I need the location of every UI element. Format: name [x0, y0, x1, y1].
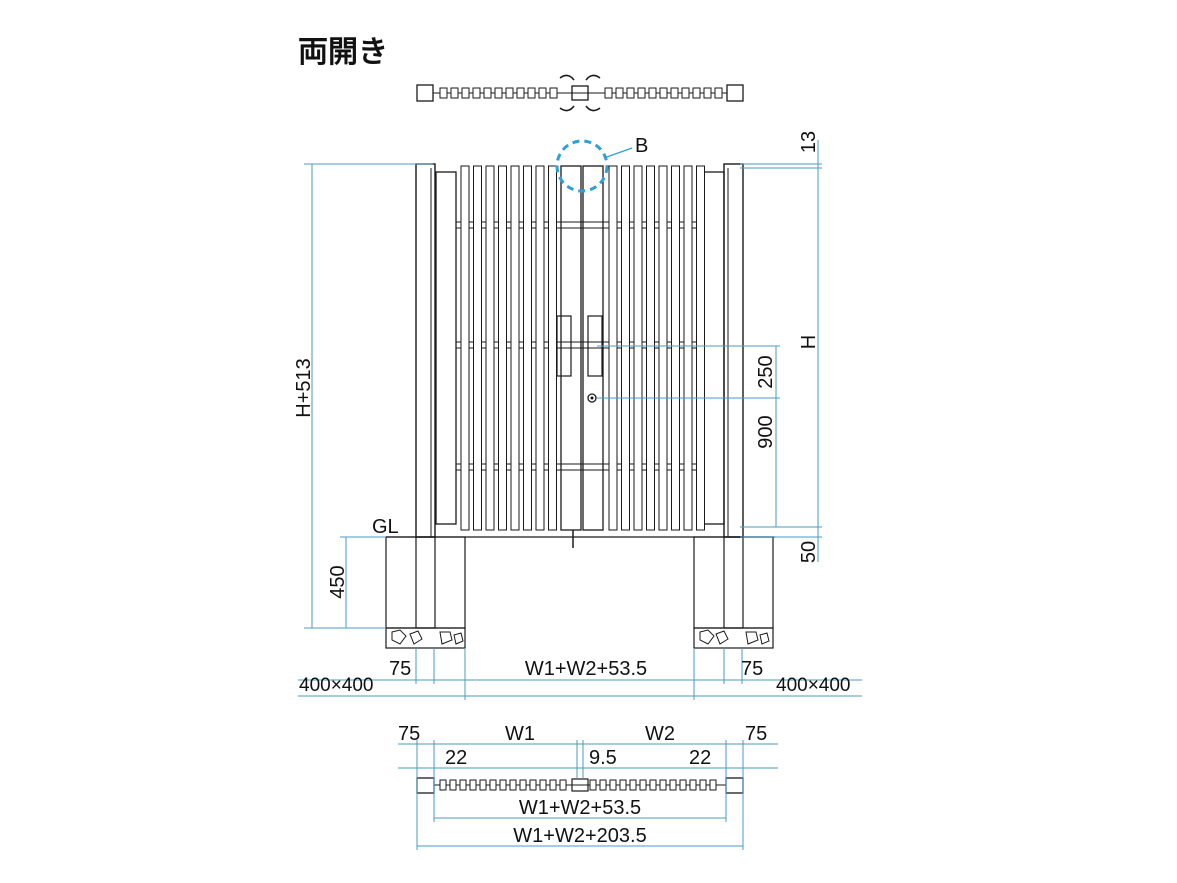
dim-footing-right: 400×400: [776, 675, 851, 696]
chain-link: [639, 779, 647, 791]
chain-link: [703, 87, 712, 99]
top-plan-view: [416, 74, 744, 112]
picket: [535, 165, 545, 531]
plan-dimensions: [398, 740, 778, 850]
chain-link: [459, 779, 467, 791]
chain-link: [679, 779, 687, 791]
chain-link: [450, 87, 459, 99]
chain-link: [659, 779, 667, 791]
chain-link: [469, 779, 477, 791]
chain-link: [619, 779, 627, 791]
elevation-view: [385, 163, 775, 649]
chain-link: [489, 779, 497, 791]
chain-link: [539, 779, 547, 791]
picket: [671, 165, 680, 531]
chain-link: [692, 87, 701, 99]
dim-250: 250: [755, 355, 777, 388]
chain-link: [670, 87, 679, 99]
chain-link: [681, 87, 690, 99]
chain-link: [461, 87, 470, 99]
elevation-dimensions: [298, 140, 862, 700]
chain-link: [626, 87, 635, 99]
chain-link: [589, 779, 597, 791]
dim-gl: GL: [372, 516, 399, 538]
chain-link: [669, 779, 677, 791]
picket: [485, 165, 495, 531]
picket: [498, 165, 507, 531]
dim-900: 900: [755, 415, 777, 448]
chain-link: [659, 87, 668, 99]
plan-dim-w1: W1: [505, 723, 535, 745]
chain-link: [604, 87, 613, 99]
dim-75-left: 75: [389, 658, 411, 680]
chain-link: [494, 87, 503, 99]
plan-dim-total-1: W1+W2+53.5: [519, 797, 641, 819]
picket: [658, 165, 668, 531]
plan-dim-75-right: 75: [745, 723, 767, 745]
chain-link: [637, 87, 646, 99]
dim-450: 450: [327, 565, 349, 598]
chain-link: [714, 87, 723, 99]
chain-link: [629, 779, 637, 791]
chain-link: [472, 87, 481, 99]
chain-link: [709, 779, 717, 791]
page-title: 両開き: [298, 36, 388, 69]
picket: [683, 165, 693, 531]
picket: [621, 165, 630, 531]
chain-link: [516, 87, 525, 99]
chain-link: [538, 87, 547, 99]
chain-link: [439, 779, 447, 791]
chain-link: [439, 87, 448, 99]
bottom-plan-view: [416, 777, 744, 794]
chain-link: [449, 779, 457, 791]
plan-dim-total-2: W1+W2+203.5: [513, 825, 646, 847]
chain-link: [509, 779, 517, 791]
chain-link: [549, 87, 558, 99]
chain-link: [529, 779, 537, 791]
chain-link: [649, 779, 657, 791]
picket: [548, 165, 557, 531]
plan-dim-w2: W2: [645, 723, 675, 745]
chain-link: [689, 779, 697, 791]
dim-50: 50: [798, 541, 820, 563]
dim-h: H: [798, 335, 820, 349]
dim-75-right: 75: [741, 658, 763, 680]
chain-link: [519, 779, 527, 791]
chain-link: [559, 779, 567, 791]
picket: [633, 165, 643, 531]
chain-link: [648, 87, 657, 99]
dim-h-513: H+513: [293, 358, 315, 418]
picket: [473, 165, 482, 531]
plan-dim-9-5: 9.5: [589, 747, 617, 769]
dim-footing-left: 400×400: [299, 675, 374, 696]
dim-13: 13: [798, 131, 820, 153]
chain-link: [499, 779, 507, 791]
chain-link: [699, 779, 707, 791]
chain-link: [479, 779, 487, 791]
chain-link: [615, 87, 624, 99]
callout-b-label: B: [635, 135, 648, 157]
chain-link: [549, 779, 557, 791]
picket: [523, 165, 532, 531]
picket: [460, 165, 470, 531]
chain-link: [505, 87, 514, 99]
picket: [696, 165, 705, 531]
chain-link: [527, 87, 536, 99]
picket: [510, 165, 520, 531]
chain-link: [599, 779, 607, 791]
plan-dim-75-left: 75: [398, 723, 420, 745]
callout-b: B: [555, 135, 648, 193]
plan-dim-22-left: 22: [445, 747, 467, 769]
chain-link: [483, 87, 492, 99]
picket: [608, 165, 618, 531]
plan-dim-22-right: 22: [689, 747, 711, 769]
picket: [646, 165, 655, 531]
chain-link: [609, 779, 617, 791]
dim-w-total: W1+W2+53.5: [525, 658, 647, 680]
